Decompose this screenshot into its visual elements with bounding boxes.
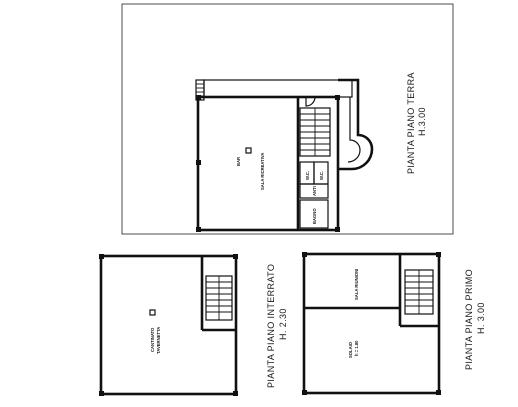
- basement-title: PIANTA PIANO INTERRATO: [266, 264, 276, 388]
- curved-terrace-inner: [347, 97, 361, 163]
- ground-floor-title: PIANTA PIANO TERRA: [406, 72, 416, 174]
- anti-cell: [299, 183, 329, 199]
- basement-plan: CANTINATO TAVERNETTA PIANTA PIANO INTERR…: [99, 254, 288, 396]
- first-floor-plan: SALA RIUNIONI SOLAIO h = 1.80 PIANTA PIA…: [302, 252, 486, 395]
- room-label-bar: BAR: [236, 157, 241, 166]
- room-label-solaio-height: h = 1.80: [354, 340, 359, 356]
- curved-terrace-ramp: [338, 78, 374, 171]
- basement-symbol: [149, 309, 156, 316]
- room-label-wc-2: W.C.: [319, 171, 324, 180]
- entrance-steps-treads: [196, 83, 204, 97]
- bar-symbol: [245, 147, 252, 154]
- room-label-tavernetta: TAVERNETTA: [156, 327, 161, 354]
- ground-floor-plan: BAR SALA RICREATIVA W.C. W.C. ANTI BAGNO…: [121, 3, 454, 235]
- room-label-sala-ricreativa: SALA RICREATIVA: [260, 153, 265, 190]
- first-floor-outer-walls: [302, 252, 441, 395]
- first-floor-title: PIANTA PIANO PRIMO: [464, 269, 474, 370]
- room-label-anti: ANTI: [312, 186, 317, 196]
- first-floor-columns: [302, 252, 441, 395]
- room-label-sala-riunioni: SALA RIUNIONI: [354, 269, 359, 300]
- room-label-solaio: SOLAIO: [348, 341, 353, 358]
- basement-columns: [99, 254, 238, 396]
- door-swing: [305, 96, 316, 107]
- basement-outer-walls: [99, 254, 238, 396]
- room-label-wc-1: W.C.: [305, 171, 310, 180]
- ground-floor-columns: [196, 95, 340, 232]
- ground-floor-outer-walls: [196, 95, 340, 232]
- first-floor-stair-treads: [405, 270, 433, 314]
- portico-strip: [203, 79, 353, 98]
- room-label-cantinato: CANTINATO: [150, 327, 155, 352]
- first-floor-height: H. 3.00: [476, 302, 486, 334]
- ground-floor-height: H.3.00: [417, 107, 427, 136]
- ground-floor-sheet-frame: [121, 3, 454, 235]
- basement-stair-treads: [206, 276, 232, 320]
- basement-height: H. 2.30: [278, 308, 288, 340]
- ground-floor-stair-treads: [300, 108, 330, 156]
- bagno-cell: [299, 199, 329, 229]
- room-label-bagno: BAGNO: [312, 208, 317, 224]
